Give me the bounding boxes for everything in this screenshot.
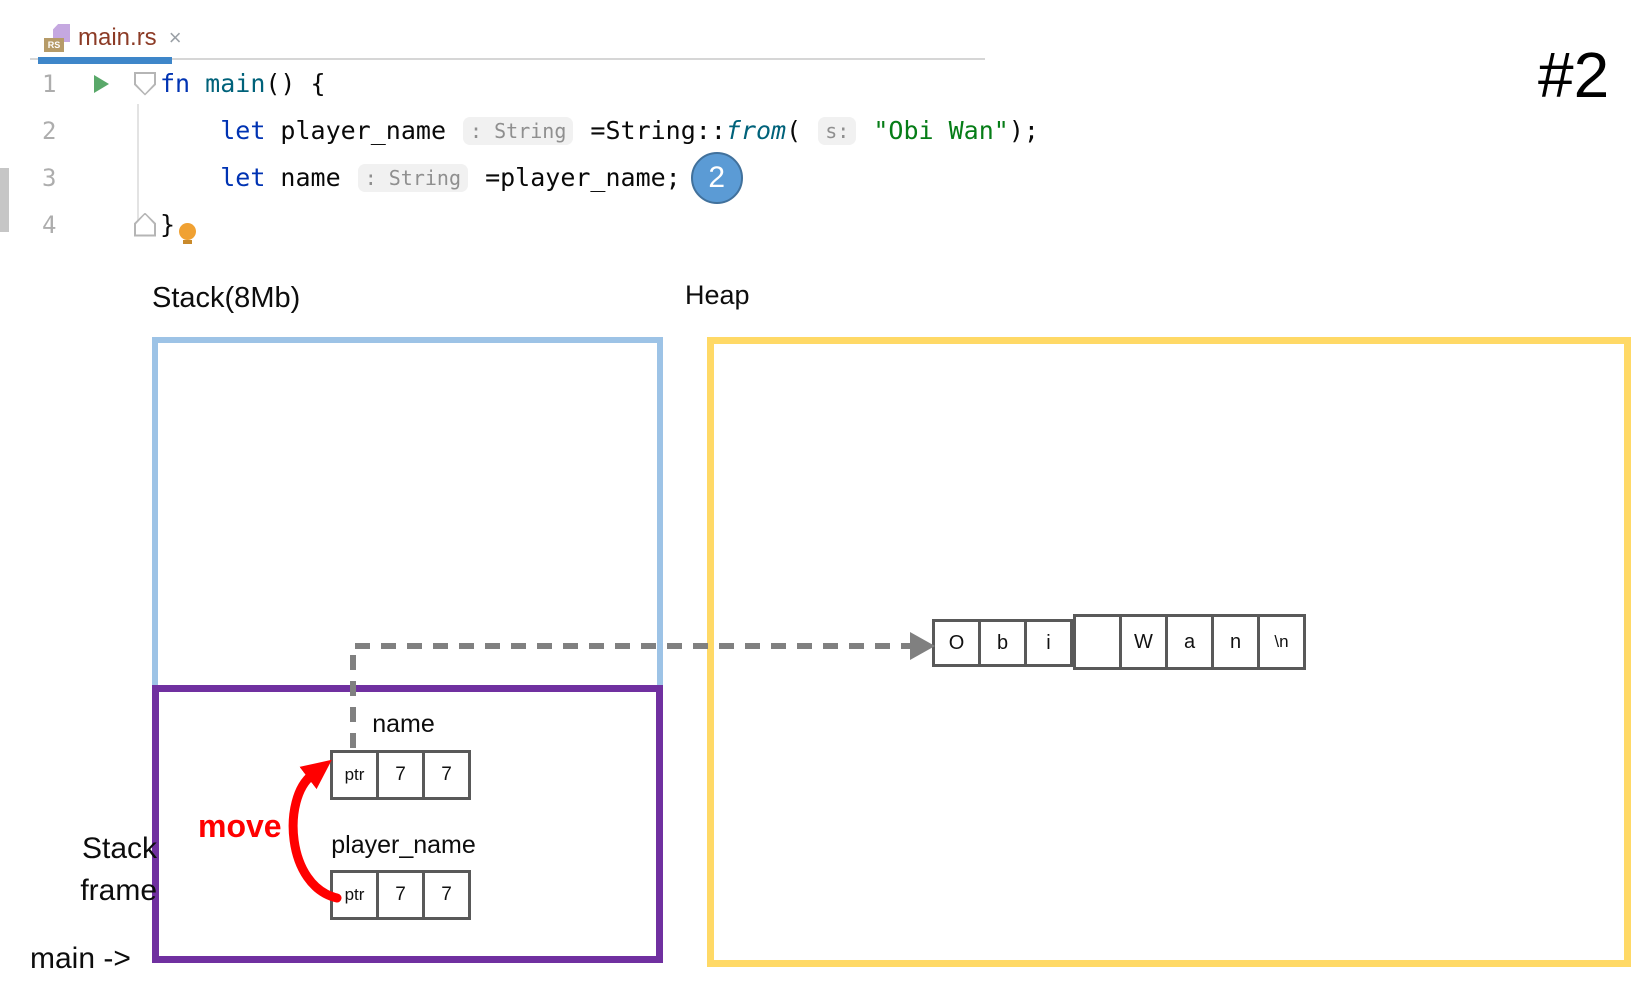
heap-cell: O — [935, 622, 981, 664]
heap-cell: a — [1168, 617, 1214, 667]
lightbulb-icon[interactable] — [179, 223, 197, 244]
mem-cell: ptr — [333, 753, 379, 797]
fold-marker-icon[interactable] — [134, 71, 156, 96]
fold-marker-icon[interactable] — [134, 212, 156, 237]
stack-region-box — [152, 337, 663, 685]
mem-cell: 7 — [425, 873, 468, 917]
code-editor: RS main.rs × 1 fn main() { 2 let player_… — [30, 8, 1040, 250]
mem-cell: 7 — [379, 753, 425, 797]
heap-cell: n — [1214, 617, 1260, 667]
code-line-4: 4 } — [30, 201, 1040, 248]
param-hint-chip: s: — [818, 116, 857, 145]
player-name-var-cells: ptr 7 7 — [330, 870, 471, 920]
main-frame-label: main -> — [30, 942, 131, 975]
type-hint-chip: : String — [357, 163, 469, 192]
slide-number: #2 — [1538, 39, 1610, 111]
heap-string-cells-2: W a n \n — [1073, 614, 1306, 670]
line-number: 1 — [42, 69, 57, 98]
file-page-icon — [53, 24, 70, 42]
move-label: move — [198, 808, 282, 844]
code-text: let name : String =player_name; — [220, 163, 681, 192]
heap-cell: \n — [1260, 617, 1303, 667]
mem-cell: 7 — [425, 753, 468, 797]
code-text: let player_name : String =String::from( … — [220, 116, 1039, 145]
stack-region-label: Stack(8Mb) — [152, 282, 301, 314]
tabbar-divider — [30, 58, 985, 60]
fold-guide-line — [137, 104, 139, 220]
heap-region-label: Heap — [685, 280, 750, 310]
step-badge: 2 — [690, 151, 743, 204]
name-var-cells: ptr 7 7 — [330, 750, 471, 800]
rust-file-icon: RS — [44, 24, 70, 52]
code-line-1: 1 fn main() { — [30, 60, 1040, 107]
heap-cell: W — [1122, 617, 1168, 667]
stack-frame-label: Stack frame — [80, 832, 157, 907]
player-name-var-label: player_name — [331, 831, 476, 859]
tab-main-rs[interactable]: RS main.rs × — [38, 16, 188, 60]
active-tab-indicator — [38, 57, 172, 64]
tab-label: main.rs — [78, 24, 157, 51]
heap-string-cells-1: O b i — [932, 619, 1073, 667]
code-text: fn main() { — [160, 69, 326, 98]
heap-cell — [1076, 617, 1122, 667]
line-number: 2 — [42, 116, 57, 145]
run-button[interactable] — [94, 74, 109, 93]
code-text: } — [160, 210, 176, 239]
rs-badge: RS — [44, 38, 64, 52]
name-var-label: name — [372, 710, 435, 738]
heap-cell: i — [1027, 622, 1070, 664]
scrollbar-thumb[interactable] — [0, 168, 9, 232]
close-icon[interactable]: × — [168, 25, 182, 50]
editor-body: 1 fn main() { 2 let player_name : String… — [30, 60, 1040, 248]
heap-cell: b — [981, 622, 1027, 664]
code-line-3: 3 let name : String =player_name; 2 — [30, 151, 1040, 204]
line-number: 3 — [42, 163, 57, 192]
type-hint-chip: : String — [463, 116, 574, 145]
editor-tabbar: RS main.rs × — [30, 8, 1040, 64]
code-line-2: 2 let player_name : String =String::from… — [30, 107, 1040, 154]
mem-cell: 7 — [379, 873, 425, 917]
mem-cell: ptr — [333, 873, 379, 917]
line-number: 4 — [42, 210, 57, 239]
